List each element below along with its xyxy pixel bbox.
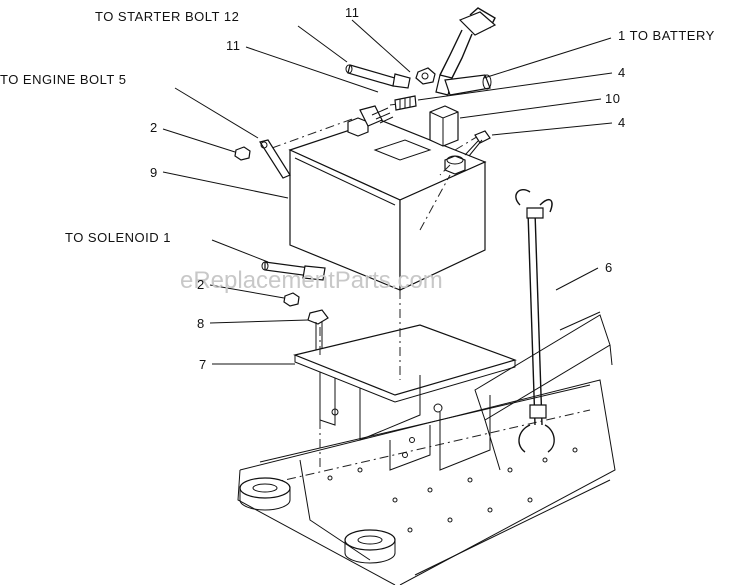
rubber-mount-right [344,529,396,564]
battery [288,117,487,291]
callout-to-starter-bolt: TO STARTER BOLT 12 [95,9,239,24]
terminal-cover-10 [429,105,459,147]
assembly-centerlines [271,101,481,470]
callout-2-lower: 2 [197,277,205,292]
cable-lug-starter [345,64,411,89]
callout-2-upper: 2 [150,120,158,135]
cable-engine [259,139,291,179]
callout-11-top: 11 [345,5,360,20]
nut-11 [415,67,436,85]
leader-lines [162,19,613,365]
nut-2-upper [234,146,251,161]
bolt-8 [307,309,329,350]
hold-down-rod [515,188,555,453]
mower-frame [237,379,616,585]
callout-to-engine-bolt: TO ENGINE BOLT 5 [0,72,126,87]
cable-solenoid [261,261,326,281]
bolt-4-right [464,130,491,157]
callout-9: 9 [150,165,158,180]
rubber-mount-left [239,477,291,511]
callout-6: 6 [605,260,613,275]
frame-rail [474,311,613,471]
callout-7: 7 [199,357,207,372]
callout-to-solenoid: TO SOLENOID 1 [65,230,171,245]
terminal-clamp [359,105,394,127]
callout-to-battery: 1 TO BATTERY [618,28,715,43]
callout-8: 8 [197,316,205,331]
nut-2-lower [283,292,300,307]
callout-4-top: 4 [618,65,626,80]
watermark: eReplacementParts.com [180,267,443,294]
callout-4-right: 4 [618,115,626,130]
bolt-4-top [394,95,417,111]
battery-cable-positive [435,7,497,96]
callout-10: 10 [605,91,620,106]
callout-11-left: 11 [226,38,241,53]
battery-tray [293,324,517,471]
